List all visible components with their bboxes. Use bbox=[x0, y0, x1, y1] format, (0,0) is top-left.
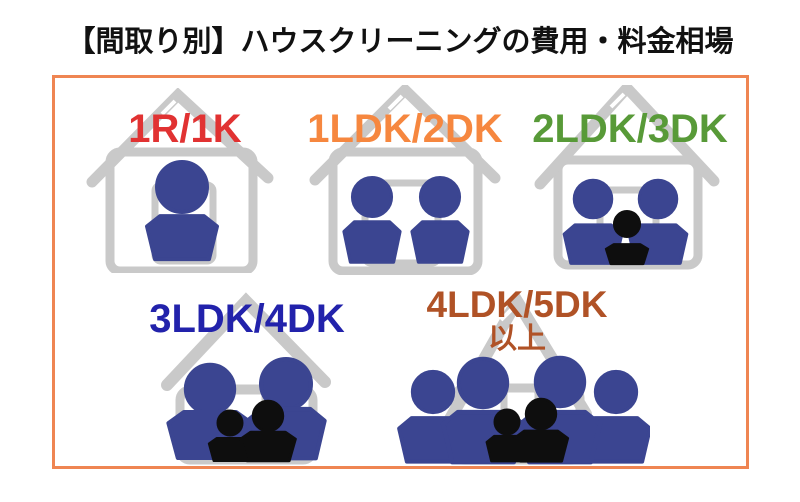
label-1r-1k: 1R/1K bbox=[128, 107, 242, 151]
roof-outline bbox=[161, 292, 331, 391]
adult-icon bbox=[342, 175, 402, 264]
house-body-outline bbox=[328, 147, 483, 275]
house-icon-1r-1k bbox=[86, 88, 274, 273]
house-icon-2ldk-3dk bbox=[534, 85, 720, 270]
house-body-outline bbox=[105, 147, 258, 273]
label-4ldk-5dk-main: 4LDK/5DK bbox=[426, 284, 608, 325]
roof-seam bbox=[228, 305, 245, 322]
label-1ldk-2dk: 1LDK/2DK bbox=[307, 107, 503, 151]
roof-outline bbox=[309, 85, 501, 186]
house-icon-1ldk-2dk bbox=[309, 85, 501, 275]
label-4ldk-5dk-suffix: 以上 bbox=[487, 322, 546, 355]
house-icon-3ldk-4dk bbox=[161, 292, 331, 465]
label-3ldk-4dk: 3LDK/4DK bbox=[149, 297, 345, 341]
house-icon-4ldk-5dk bbox=[397, 292, 650, 465]
roof-seam bbox=[160, 99, 177, 116]
page-title: 【間取り別】ハウスクリーニングの費用・料金相場 bbox=[66, 26, 734, 58]
label-2ldk-3dk: 2LDK/3DK bbox=[532, 107, 728, 151]
roof-seam bbox=[609, 92, 626, 109]
roof-seam bbox=[499, 305, 516, 322]
label-4ldk-5dk: 4LDK/5DK 以上 bbox=[409, 284, 625, 355]
roof-outline bbox=[86, 88, 274, 188]
roof-outline bbox=[534, 85, 720, 190]
roof-seam bbox=[387, 94, 404, 111]
